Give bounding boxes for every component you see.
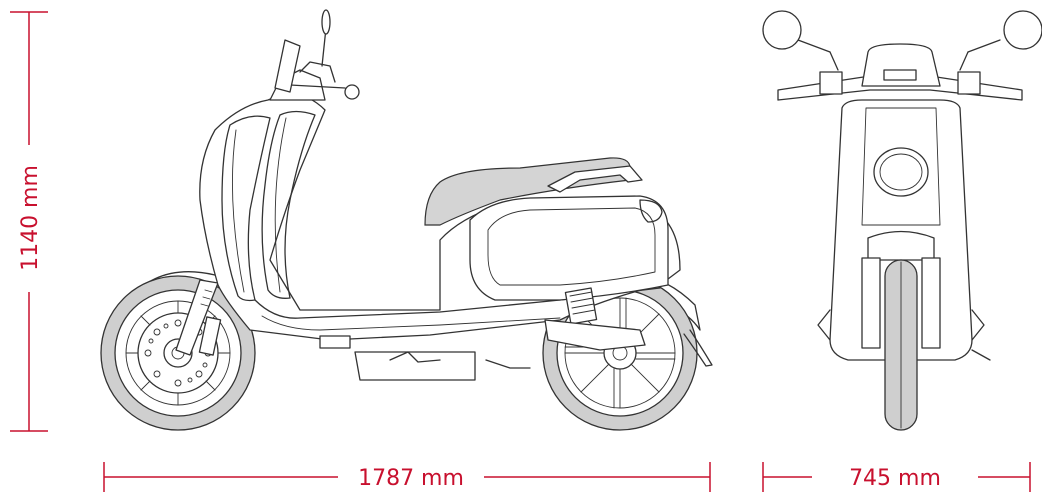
- side-reflector: [319, 335, 351, 349]
- center-stand: [485, 359, 531, 369]
- dashboard-display: [883, 69, 917, 81]
- left-mirror: [762, 10, 802, 50]
- right-brake-lever: [957, 71, 981, 95]
- length-label: 1787 mm: [358, 466, 464, 491]
- left-fork-leg: [861, 257, 881, 349]
- front-headset: [861, 43, 941, 87]
- tail-light: [639, 199, 663, 223]
- grab-rail: [547, 165, 643, 193]
- width-dimension: 745 mm: [762, 462, 1031, 492]
- right-mirror: [1003, 10, 1042, 50]
- battery-cover: [354, 351, 476, 381]
- handlebar-grip-end: [344, 84, 360, 100]
- length-dimension: 1787 mm: [103, 462, 711, 492]
- license-bracket: [683, 329, 713, 367]
- leg-shield-right: [261, 110, 316, 299]
- front-fender-front-view: [867, 230, 935, 261]
- right-fork-leg: [921, 257, 941, 349]
- left-brake-lever: [819, 71, 843, 95]
- side-mirror: [321, 9, 331, 35]
- width-label: 745 mm: [849, 466, 941, 491]
- front-fork: [175, 279, 222, 356]
- rear-shock: [564, 287, 598, 325]
- side-handlebar: [269, 9, 360, 101]
- height-dimension: 1140 mm: [10, 11, 48, 432]
- front-view: [762, 10, 1042, 431]
- headlight: [873, 147, 929, 197]
- side-view: [100, 9, 713, 431]
- side-windscreen: [274, 39, 301, 93]
- height-label: 1140 mm: [18, 165, 43, 271]
- swingarm: [544, 319, 646, 351]
- kickstand: [389, 351, 441, 363]
- floorboard: [254, 287, 661, 319]
- rear-body-panel: [469, 195, 669, 301]
- front-apron-panel: [861, 107, 941, 226]
